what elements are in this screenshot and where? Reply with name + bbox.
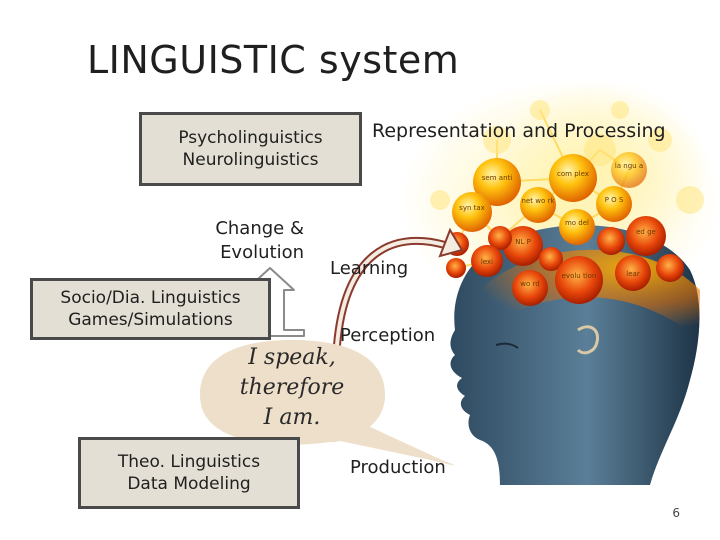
- bubble-line-2: therefore: [239, 375, 345, 400]
- node-label-5: lexi: [481, 258, 493, 266]
- theo-linguistics-box: Theo. Linguistics Data Modeling: [78, 437, 300, 509]
- production-label: Production: [350, 457, 446, 478]
- node-label-11: la ngu a: [615, 162, 643, 170]
- node-labels: sem anti com plex net wo rk syn tax NL P…: [459, 162, 656, 288]
- network-nodes: [445, 152, 684, 306]
- socio-linguistics-box: Socio/Dia. Linguistics Games/Simulations: [30, 278, 271, 340]
- speech-bubble-text: I speak, therefore I am.: [200, 343, 384, 441]
- node-label-10: P O S: [605, 196, 624, 204]
- node-label-12: lear: [626, 270, 640, 278]
- page-number: 6: [672, 506, 680, 520]
- learning-arrow: [333, 227, 464, 349]
- node-evolution: [555, 256, 603, 304]
- socio-label: Socio/Dia. Linguistics: [60, 288, 241, 308]
- perception-label: Perception: [340, 325, 436, 346]
- node-p: [446, 258, 466, 278]
- representation-label: Representation and Processing: [372, 120, 666, 142]
- node-lear: [615, 255, 651, 291]
- node-no: [597, 227, 625, 255]
- learning-label: Learning: [330, 258, 409, 279]
- speech-bubble: [200, 340, 455, 466]
- bubble-line-3: I am.: [263, 405, 321, 430]
- change-line: Change &: [215, 218, 304, 239]
- network-outer-nodes: [430, 100, 704, 214]
- games-label: Games/Simulations: [68, 310, 233, 330]
- slide-title: LINGUISTIC system: [87, 38, 460, 82]
- node-label-3: syn tax: [459, 204, 485, 212]
- node-label-2: net wo rk: [522, 197, 556, 205]
- neurolinguistics-label: Neurolinguistics: [182, 150, 319, 170]
- evolution-line: Evolution: [220, 242, 304, 263]
- change-evolution-label: Change & Evolution: [210, 217, 304, 265]
- node-net-wo-rk: [520, 187, 556, 223]
- psycholinguistics-label: Psycholinguistics: [178, 128, 323, 148]
- node-small: [539, 247, 563, 271]
- node-label-0: sem anti: [482, 174, 512, 182]
- node-lexi: [471, 245, 503, 277]
- node-label-8: mo del: [565, 219, 589, 227]
- node-nlp: [503, 226, 543, 266]
- psycholinguistics-box: Psycholinguistics Neurolinguistics: [139, 112, 362, 186]
- node-pos: [596, 186, 632, 222]
- node-la-ngu-a: [611, 152, 647, 188]
- node-syn-tax: [452, 192, 492, 232]
- node-label-1: com plex: [557, 170, 589, 178]
- node-mo-del: [559, 209, 595, 245]
- theo-label: Theo. Linguistics: [117, 452, 261, 472]
- node-label-6: wo rd: [520, 280, 539, 288]
- node-label-9: ed ge: [636, 228, 656, 236]
- node-d: [488, 226, 512, 250]
- node-ed-ge: [626, 216, 666, 256]
- node-com-plex: [549, 154, 597, 202]
- node-label-7: evolu tion: [562, 272, 597, 280]
- node-right: [656, 254, 684, 282]
- node-sem-anti: [473, 158, 521, 206]
- node-label-4: NL P: [515, 238, 531, 246]
- data-modeling-label: Data Modeling: [127, 474, 251, 494]
- bubble-line-1: I speak,: [248, 345, 336, 370]
- node-wo-rd: [512, 270, 548, 306]
